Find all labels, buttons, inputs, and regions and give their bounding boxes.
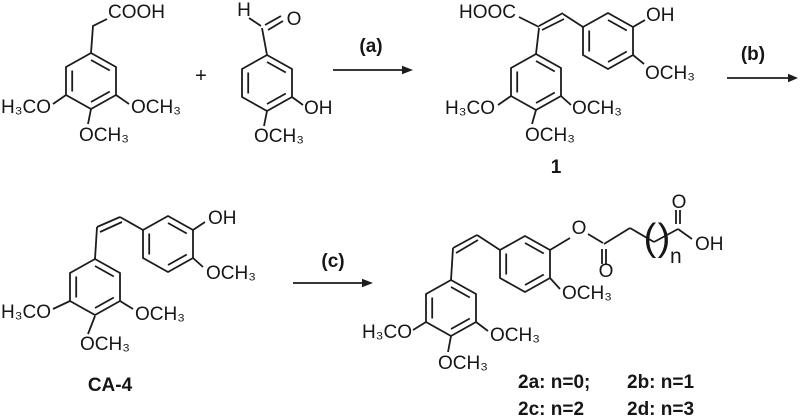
benzene-ring <box>425 279 477 337</box>
compound-caption: 1 <box>551 157 562 178</box>
bond-lines <box>52 18 130 125</box>
atom-label-och3-right: OCH₃ <box>135 304 185 325</box>
atom-label-och3-ring-g: OCH₃ <box>562 283 612 304</box>
atom-label-och3-bottom: OCH₃ <box>80 334 130 355</box>
atom-label-oh: OH <box>304 98 333 119</box>
bond-lines <box>412 227 693 353</box>
benzene-ring <box>510 53 562 111</box>
arrow-label: (a) <box>359 36 382 57</box>
bond-lines <box>497 13 646 125</box>
atom-label-h3co: H₃CO <box>1 302 51 323</box>
atom-label-o: O <box>287 9 302 30</box>
repeat-count-n: n <box>670 245 682 268</box>
benzene-ring <box>65 52 117 110</box>
atom-label-och3-bottom: OCH₃ <box>525 125 575 146</box>
variant-label-2b: 2b: n=1 <box>627 372 694 393</box>
repeat-paren-close: ) <box>658 217 671 259</box>
benzene-ring <box>69 258 121 316</box>
arrow-head <box>402 65 413 75</box>
atom-label-ester-o: O <box>572 218 587 239</box>
variant-label-2c: 2c: n=2 <box>518 399 584 419</box>
bond-lines <box>52 216 206 335</box>
atom-label-och3-bottom: OCH₃ <box>79 125 129 146</box>
variant-labels: 2a: n=0; 2b: n=1 2c: n=2 2d: n=3 <box>518 372 694 419</box>
benzene-ring <box>142 215 194 273</box>
carbonyl-double-bond <box>264 15 284 31</box>
compound-ca4: OH OCH₃ H₃CO OCH₃ OCH₃ CA-4 <box>1 208 256 396</box>
benzene-ring <box>499 235 551 293</box>
arrow-b: (b) <box>727 44 798 83</box>
atom-label-och3-right: OCH₃ <box>131 97 181 118</box>
variant-label-2a: 2a: n=0; <box>518 372 590 393</box>
plus-sign: + <box>195 65 207 87</box>
arrow-label: (c) <box>321 251 344 272</box>
atom-label-cooh: COOH <box>108 2 165 23</box>
variant-label-2d: 2d: n=3 <box>627 399 694 419</box>
arrow-label: (b) <box>741 44 765 65</box>
benzene-ring <box>241 54 293 112</box>
arrow-head <box>788 73 798 83</box>
vinyl-double-bond <box>538 12 565 31</box>
atom-label-och3-bottom: OCH₃ <box>438 353 488 374</box>
atom-label-h3co: H₃CO <box>445 98 495 119</box>
atom-label-oh: OH <box>208 208 237 229</box>
repeat-paren-open: ( <box>644 217 657 259</box>
arrow-head <box>362 278 373 288</box>
compound-caption: CA-4 <box>88 375 133 396</box>
ester-carbonyl-double-bond <box>601 249 607 264</box>
acid-carbonyl-double-bond <box>675 210 681 224</box>
atom-label-acid-o: O <box>672 192 687 213</box>
arrow-a: (a) <box>333 36 413 75</box>
atom-label-hooc: HOOC <box>459 2 516 23</box>
atom-label-och3-right: OCH₃ <box>572 98 622 119</box>
atom-label-h: H <box>237 0 251 21</box>
atom-label-carbonyl-o: O <box>599 261 614 282</box>
arrow-c: (c) <box>293 251 373 288</box>
vinyl-double-bond <box>452 234 479 254</box>
atom-label-oh: OH <box>695 234 724 255</box>
atom-label-h3co: H₃CO <box>362 322 412 343</box>
atom-label-oh: OH <box>646 5 675 26</box>
atom-label-h3co: H₃CO <box>1 97 51 118</box>
atom-label-och3-ring-c: OCH₃ <box>645 63 695 84</box>
atom-label-och3-right: OCH₃ <box>490 325 540 346</box>
compound-2: O O O OH ( ) n OCH₃ H₃CO OCH₃ OCH₃ <box>362 192 723 374</box>
reactant-trimethoxyphenylacetic-acid: COOH H₃CO OCH₃ OCH₃ <box>1 2 181 146</box>
atom-label-och3-ring-e: OCH₃ <box>206 263 256 284</box>
compound-1: HOOC OH OCH₃ H₃CO OCH₃ OCH₃ 1 <box>445 2 695 178</box>
benzene-ring <box>582 12 634 70</box>
atom-label-och3-bottom: OCH₃ <box>254 126 304 147</box>
vinyl-double-bond <box>96 216 123 233</box>
bond-lines <box>248 17 304 127</box>
reactant-isovanillin: H O OH OCH₃ <box>237 0 332 147</box>
